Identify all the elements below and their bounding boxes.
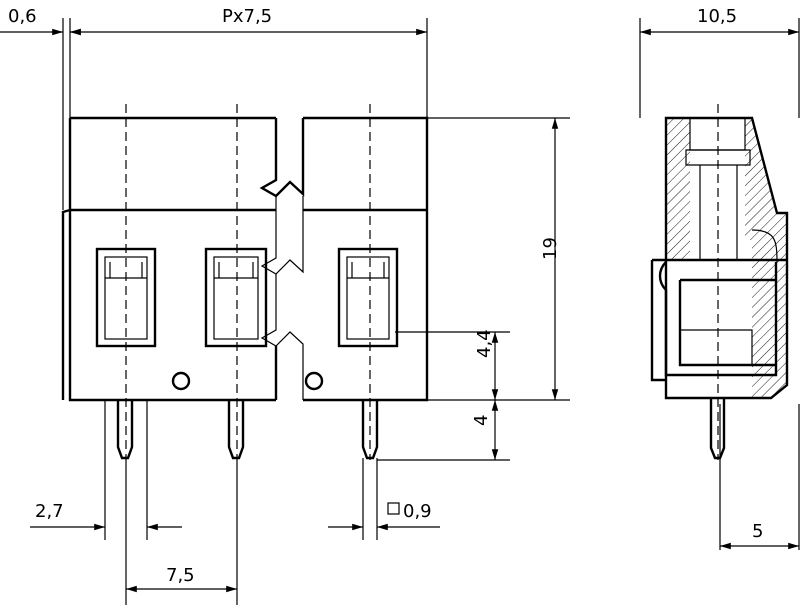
wire-opening-3 [337,247,399,348]
front-view [61,104,429,460]
dim-pin-pitch: 7,5 [166,565,195,586]
dim-pitch: Px7,5 [222,6,272,27]
dim-offset: 0,6 [8,6,37,27]
pin-2 [227,400,245,460]
test-hole-1 [171,371,191,391]
dim-pin-offset: 2,7 [35,501,64,522]
dim-pin-length: 4 [471,415,492,426]
test-hole-2 [304,371,324,391]
dim-pin-from-back: 5 [752,521,763,542]
pin-1 [116,400,134,460]
side-view [650,104,800,550]
dimension-labels: 0,6 Px7,5 10,5 19 4,4 4 2,7 0,9 7,5 5 [8,6,763,586]
dim-wire-entry: 4,4 [474,329,495,358]
dim-height: 19 [540,237,561,260]
dim-depth: 10,5 [697,6,737,27]
wire-opening-2 [204,247,268,348]
dim-pin-size: 0,9 [403,501,432,522]
dimensions [0,18,800,605]
